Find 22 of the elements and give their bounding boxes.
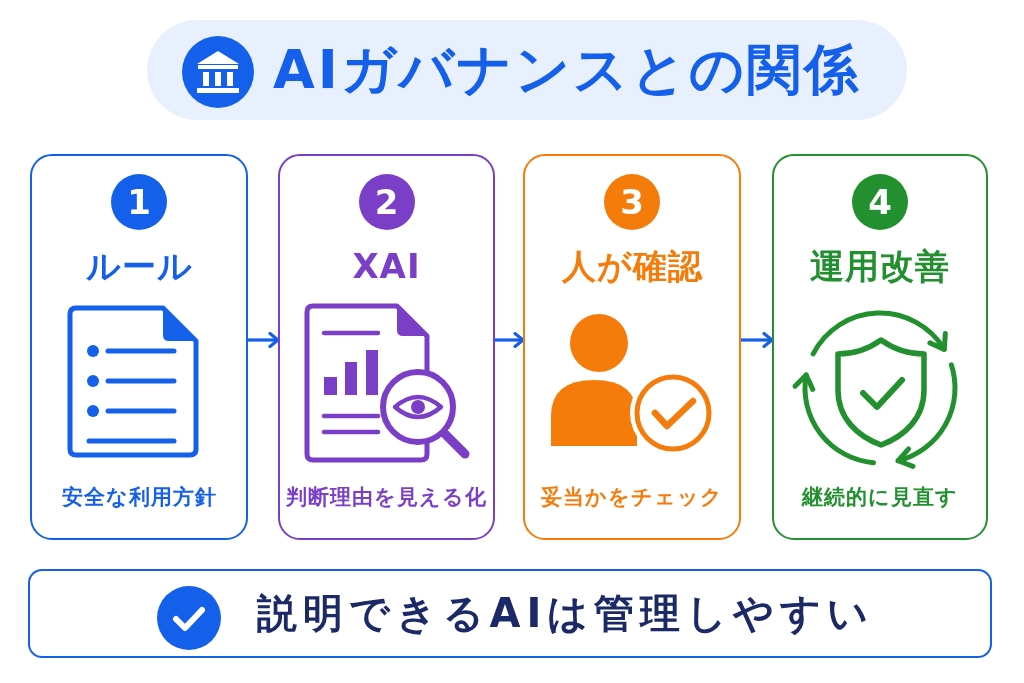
summary-banner — [28, 569, 992, 658]
card-caption: 安全な利用方針 — [61, 483, 217, 511]
arrow — [741, 331, 774, 349]
number-badge: 1 — [111, 173, 167, 230]
card-caption: 継続的に見直す — [802, 483, 958, 511]
card-caption: 妥当かをチェック — [541, 483, 723, 511]
arrow — [248, 331, 280, 349]
summary-text: 説明できるAIは管理しやすい — [256, 589, 875, 638]
step-card — [278, 154, 495, 540]
step-card — [523, 154, 741, 540]
arrow — [495, 331, 525, 349]
number-badge: 4 — [852, 173, 908, 230]
card-heading: ルール — [85, 244, 193, 288]
step-card — [30, 154, 248, 540]
step-card — [772, 154, 988, 540]
number-badge: 2 — [358, 173, 415, 230]
number-badge: 3 — [604, 173, 660, 230]
card-heading: XAI — [352, 244, 421, 288]
title-text: AIガバナンスとの関係 — [273, 40, 861, 100]
card-heading: 運用改善 — [810, 244, 950, 288]
card-heading: 人が確認 — [561, 244, 703, 288]
card-caption: 判断理由を見える化 — [286, 483, 487, 511]
